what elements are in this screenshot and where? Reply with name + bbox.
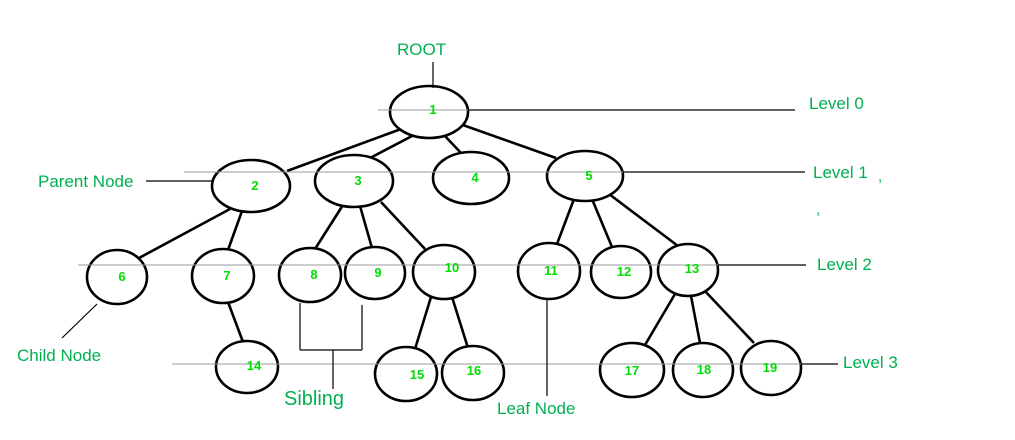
node-17-ellipse [598,341,666,399]
node-13-ellipse [656,242,720,298]
node-15-label: 15 [410,367,424,382]
child-node-label: Child Node [17,346,102,365]
annotation-lines [61,62,548,396]
node-9-ellipse [343,245,407,301]
node-7-label: 7 [223,268,230,283]
node-11-label: 11 [544,263,558,278]
stray-mark-1: , [878,168,883,185]
node-17-label: 17 [625,363,639,378]
node-18-ellipse [671,341,735,399]
node-7-ellipse [190,247,256,305]
leaf-node-label: Leaf Node [497,399,576,418]
level-0-label: Level 0 [809,94,864,113]
node-6-ellipse [85,248,149,306]
node-16-ellipse [440,344,506,402]
node-10-label: 10 [445,260,459,275]
level-3-label: Level 3 [843,353,898,372]
sibling-bracket [299,303,363,389]
level-lines [78,109,838,365]
node-15-ellipse [373,345,439,403]
node-12-ellipse [589,244,653,300]
child-pointer-line [61,303,98,339]
node-8-label: 8 [310,267,317,282]
node-2-ellipse [210,158,292,214]
node-19-ellipse [739,339,803,397]
tree-node-ellipses [85,84,803,403]
node-2-label: 2 [251,178,258,193]
edge-1-5 [459,122,557,160]
edge-5-11 [555,198,576,245]
node-14-ellipse [214,339,280,395]
node-3-label: 3 [354,173,361,188]
edge-2-7 [226,210,244,251]
edge-10-15 [413,296,433,350]
stray-mark-2: , [816,201,821,218]
edge-3-8 [313,204,345,250]
edge-3-9 [358,205,374,249]
edge-1-2 [286,127,402,173]
node-5-ellipse [545,149,625,203]
node-1-label: 1 [429,102,436,117]
level-1-label: Level 1 [813,163,868,182]
parent-node-label: Parent Node [38,172,134,191]
node-13-label: 13 [685,261,699,276]
node-11-ellipse [516,241,582,301]
node-9-label: 9 [374,265,381,280]
node-5-label: 5 [585,168,592,183]
node-19-label: 19 [763,360,777,375]
node-16-label: 16 [467,363,481,378]
node-12-label: 12 [617,264,631,279]
edge-1-3 [369,133,415,160]
edge-1-4 [443,134,462,154]
edge-13-18 [689,295,702,344]
edge-3-10 [380,201,426,250]
edge-5-13 [608,192,679,248]
edge-13-19 [703,289,755,344]
sibling-label: Sibling [284,388,345,410]
edge-13-17 [643,293,677,346]
edge-2-6 [138,207,231,260]
edge-5-12 [590,198,614,248]
tree-edges [138,122,755,350]
root-label: ROOT [397,40,447,59]
node-8-ellipse [277,246,343,304]
edge-7-14 [226,301,245,343]
node-1-ellipse [388,84,470,140]
node-3-ellipse [313,153,395,209]
node-4-ellipse [431,150,511,206]
level-2-label: Level 2 [817,255,872,274]
node-6-label: 6 [118,269,125,284]
node-14-label: 14 [247,358,262,373]
node-numbers: 1 2 3 4 5 6 7 8 9 10 11 12 13 14 15 16 1… [118,102,777,382]
node-10-ellipse [411,243,477,301]
node-18-label: 18 [697,362,711,377]
node-4-label: 4 [471,170,479,185]
edge-10-16 [450,296,470,349]
